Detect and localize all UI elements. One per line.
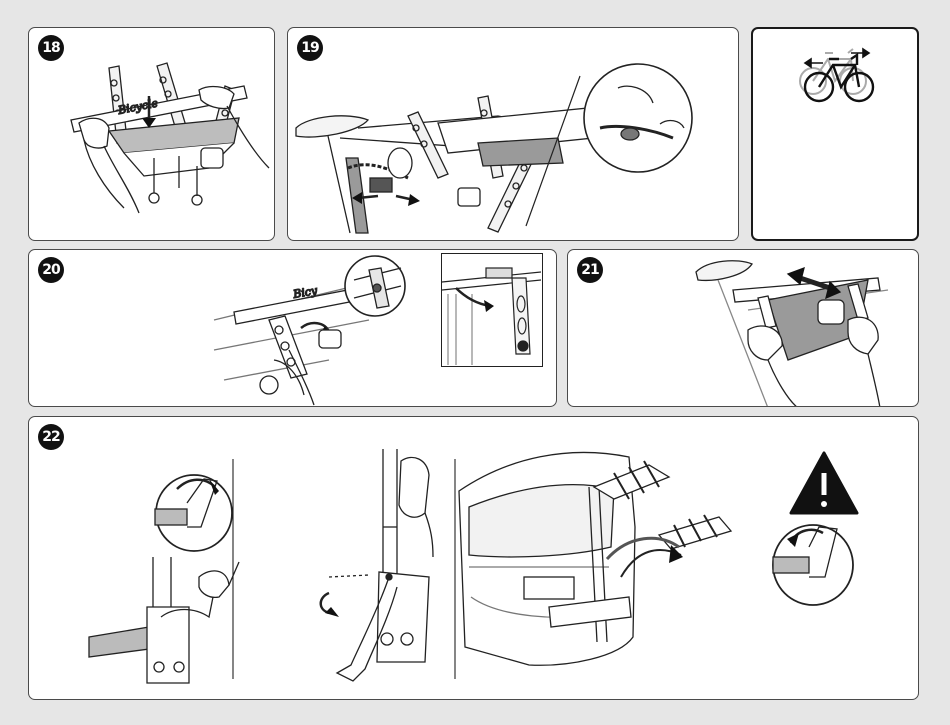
bicycle-with-motion-arrows-icon: [753, 29, 919, 241]
step-20-panel: 20 Bicy: [28, 249, 557, 407]
step-20-inset-illustration: [442, 254, 541, 365]
bike-icon-panel: [751, 27, 919, 241]
step-19-illustration: [288, 28, 739, 241]
step-18-panel: 18 Bicycle: [28, 27, 275, 241]
step-18-illustration: Bicycle: [29, 28, 275, 241]
step-21-panel: 21: [567, 249, 919, 407]
step-21-illustration: [568, 250, 919, 407]
step-19-panel: 19: [287, 27, 739, 241]
step-22-illustration: [29, 417, 919, 700]
step-20-inset: [441, 253, 543, 367]
step-22-panel: 22: [28, 416, 919, 700]
